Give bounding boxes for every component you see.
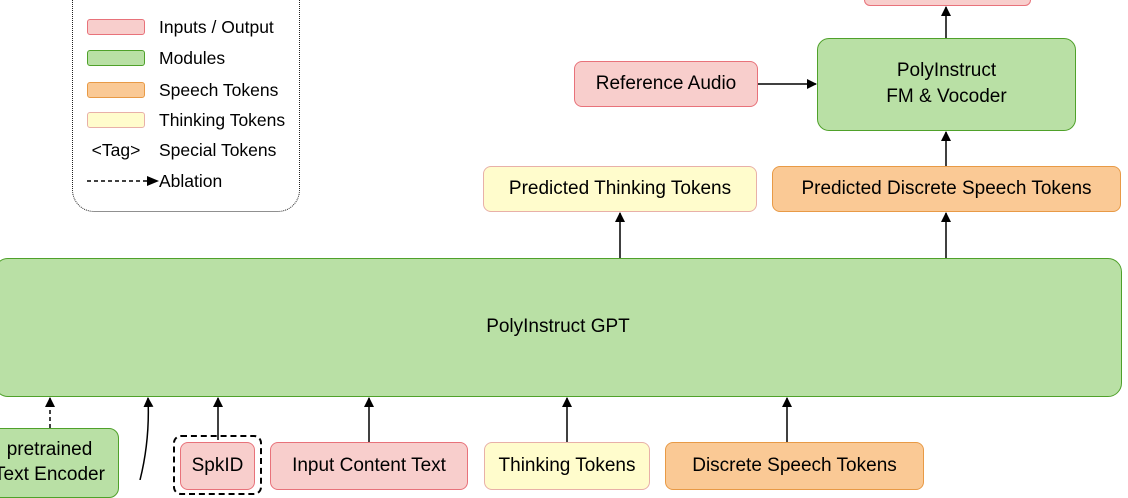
connectors (45, 6, 951, 480)
thinking-tokens-label: Thinking Tokens (498, 454, 636, 476)
gpt-box: PolyInstruct GPT (0, 258, 1122, 397)
dashed-arrow-icon (87, 176, 159, 186)
reference-audio-label: Reference Audio (595, 72, 737, 94)
fm-vocoder-line2: FM & Vocoder (886, 86, 1007, 107)
legend-swatch-green (87, 50, 145, 66)
text-encoder-box: pretrained Text Encoder (0, 428, 119, 498)
legend-tag-symbol: <Tag> (91, 139, 141, 160)
legend-ablation: Ablation (87, 171, 222, 191)
predicted-speech-label: Predicted Discrete Speech Tokens (801, 177, 1092, 199)
fm-vocoder-box: PolyInstruct FM & Vocoder (817, 38, 1076, 131)
gpt-label: PolyInstruct GPT (486, 316, 630, 338)
legend-modules: Modules (87, 48, 225, 68)
fm-vocoder-line1: PolyInstruct (896, 60, 997, 82)
legend-swatch-orange (87, 82, 145, 98)
discrete-speech-tokens-label: Discrete Speech Tokens (692, 454, 897, 476)
legend: Inputs / Output Modules Speech Tokens Th… (72, 0, 300, 212)
legend-swatch-pink (87, 19, 145, 35)
legend-thinking-tokens: Thinking Tokens (87, 110, 285, 130)
legend-inputs-output: Inputs / Output (87, 17, 274, 37)
predicted-thinking-box: Predicted Thinking Tokens (483, 166, 757, 212)
legend-special-tokens: <Tag> Special Tokens (87, 139, 277, 160)
thinking-tokens-box: Thinking Tokens (484, 442, 650, 490)
input-content-text-box: Input Content Text (270, 442, 468, 490)
legend-speech-tokens: Speech Tokens (87, 80, 278, 100)
reference-audio-box: Reference Audio (574, 61, 758, 107)
predicted-speech-box: Predicted Discrete Speech Tokens (772, 166, 1121, 212)
predicted-thinking-label: Predicted Thinking Tokens (508, 177, 732, 199)
output-box (864, 0, 1031, 6)
input-content-text-label: Input Content Text (292, 454, 446, 476)
legend-swatch-yellow (87, 112, 145, 128)
text-encoder-line1: pretrained (6, 439, 93, 460)
spkid-box: SpkID (180, 442, 255, 490)
arrow-curve-to-gpt (139, 397, 154, 480)
spkid-label: SpkID (191, 454, 244, 476)
text-encoder-line2: Text Encoder (0, 463, 105, 485)
discrete-speech-tokens-box: Discrete Speech Tokens (665, 442, 924, 490)
